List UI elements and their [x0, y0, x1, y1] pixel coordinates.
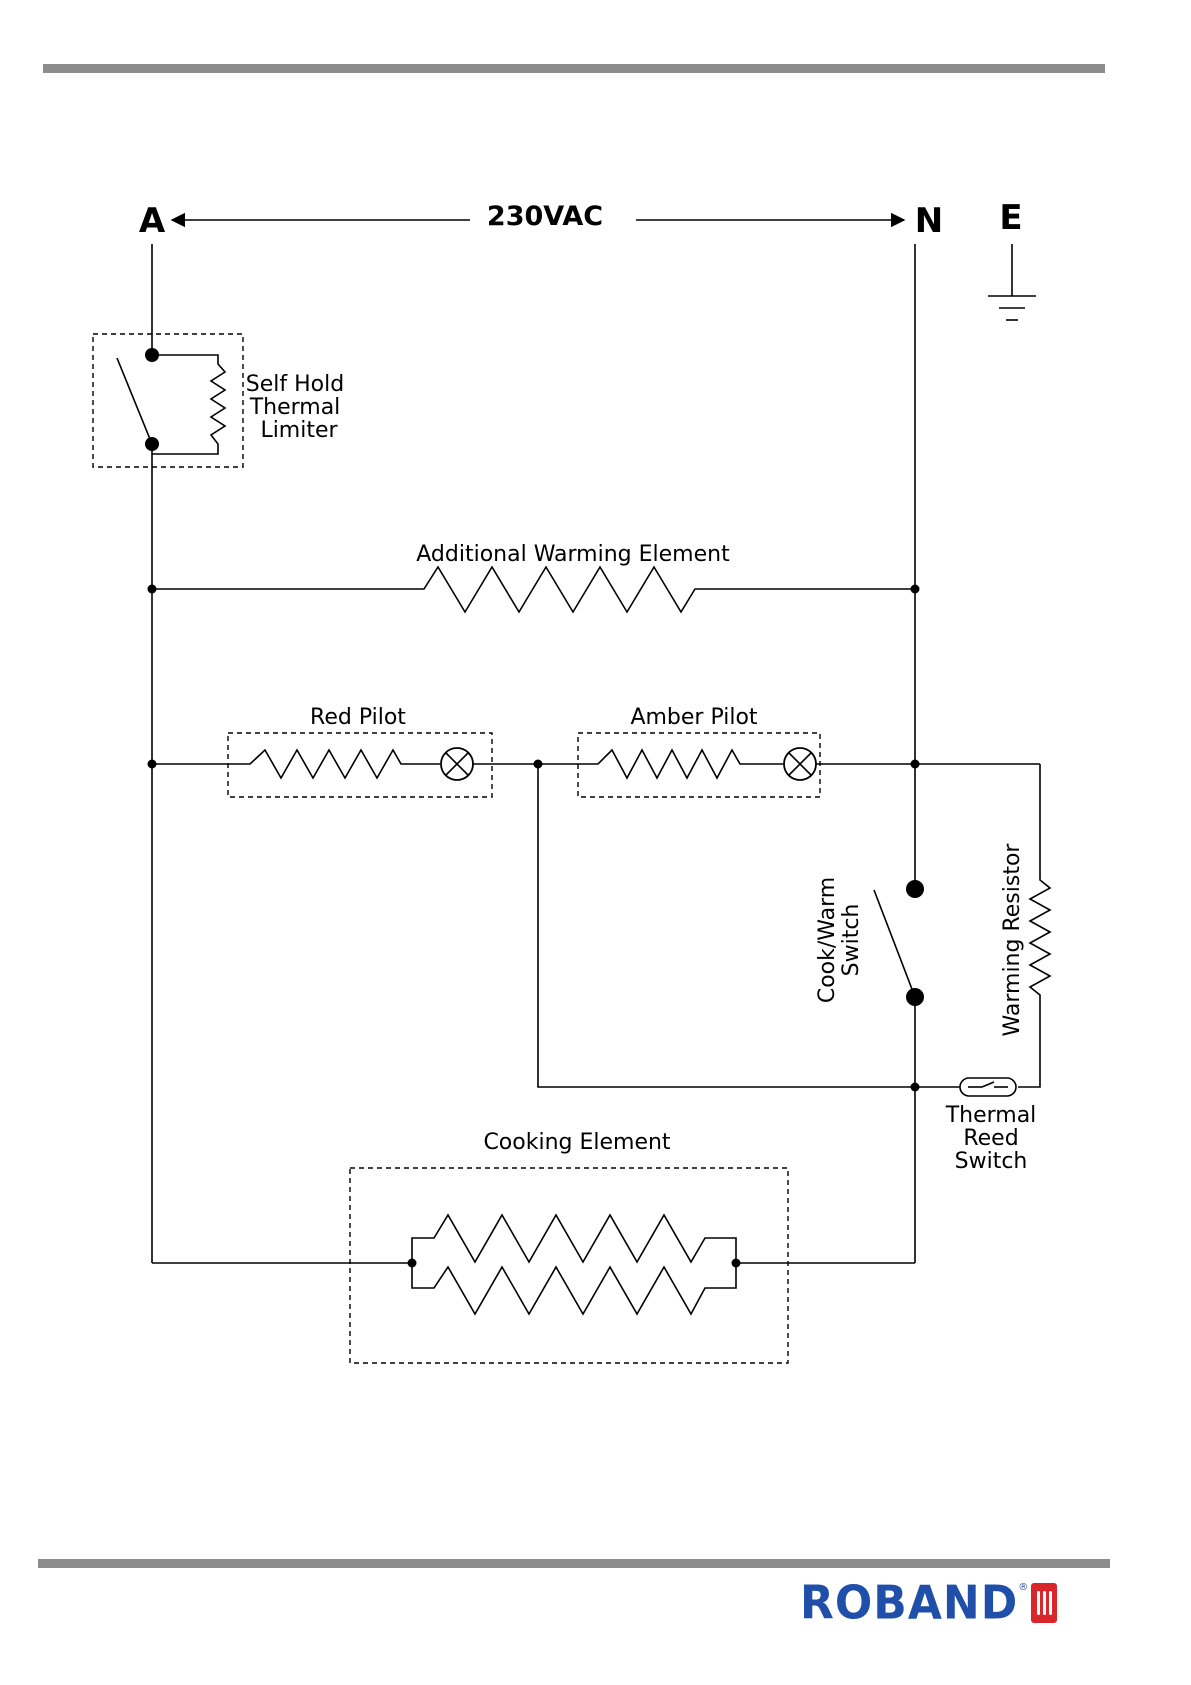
logo-registered-mark: ®	[1018, 1582, 1028, 1593]
amber-pilot-label: Amber Pilot	[630, 705, 757, 730]
red-pilot	[148, 733, 543, 797]
cooking-element	[152, 1168, 915, 1363]
cooking-element-label: Cooking Element	[483, 1130, 670, 1155]
limiter-label-3: Limiter	[260, 418, 338, 443]
terminal-e-label: E	[999, 198, 1022, 238]
supply-voltage-label: 230VAC	[487, 201, 603, 232]
limiter-label-1: Self Hold	[246, 372, 344, 397]
thermal-reed-switch	[960, 1078, 1016, 1096]
red-pilot-label: Red Pilot	[310, 705, 406, 730]
reed-node-dot	[911, 1083, 920, 1092]
logo-wordmark: ROBAND	[800, 1576, 1018, 1630]
flame-icon	[1031, 1583, 1057, 1623]
reed-switch-label-3: Switch	[955, 1149, 1028, 1174]
reed-switch-label-2: Reed	[963, 1126, 1018, 1151]
terminal-n-label: N	[915, 201, 943, 241]
additional-warming-element	[148, 567, 920, 612]
cook-warm-switch-label-1: Cook/Warm	[815, 877, 840, 1003]
warming-resistor-label: Warming Resistor	[1000, 843, 1025, 1037]
cook-warm-switch-label-2: Switch	[839, 904, 864, 977]
cook-warm-switch	[874, 880, 924, 1006]
additional-warming-element-label: Additional Warming Element	[416, 542, 730, 567]
reed-switch-label-1: Thermal	[945, 1103, 1037, 1128]
roband-logo: ROBAND ®	[800, 1578, 1057, 1628]
limiter-label-2: Thermal	[249, 395, 341, 420]
terminal-a-label: A	[139, 201, 166, 241]
earth-symbol	[988, 244, 1036, 320]
amber-pilot	[538, 733, 1040, 797]
footer-rule	[38, 1559, 1110, 1568]
self-hold-thermal-limiter	[93, 334, 243, 467]
pilot-junction-wire	[538, 764, 960, 1087]
